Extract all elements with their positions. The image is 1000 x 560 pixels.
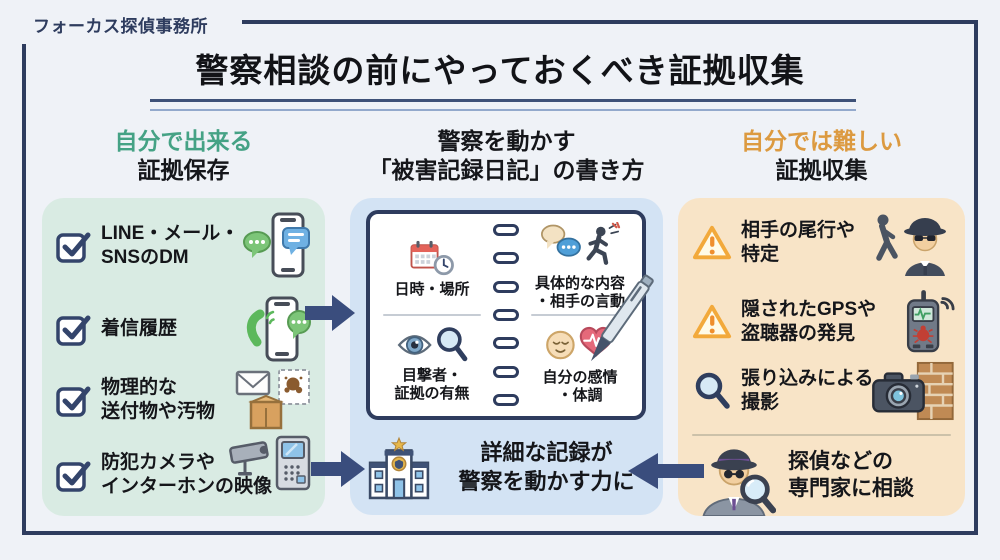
quadrant-label: 目撃者・ 証拠の有無 <box>394 367 470 402</box>
right-item-row: 隠されたGPSや 盗聴器の発見 <box>692 286 955 358</box>
warning-icon <box>692 225 732 260</box>
speech-runner-icon <box>541 222 621 265</box>
arrow-left-to-diary <box>305 295 355 331</box>
left-item-label: 物理的な 送付物や汚物 <box>101 376 216 422</box>
checkbox-icon <box>56 386 91 417</box>
right-item-row: 探偵などの 専門家に相談 <box>692 442 955 516</box>
diary-box: 日時・場所 目撃者・ 証拠の有無 <box>350 198 663 515</box>
notebook-illustration: 日時・場所 目撃者・ 証拠の有無 <box>366 210 654 420</box>
page-divider <box>383 314 481 316</box>
title-underline <box>150 99 856 111</box>
quadrant-label: 日時・場所 <box>394 281 470 298</box>
quadrant-label: 自分の感情 ・体調 <box>542 369 618 404</box>
right-item-label: 張り込みによる 撮影 <box>741 367 874 413</box>
quadrant-label: 具体的な内容 ・相手の言動 <box>534 275 625 310</box>
right-item-label: 探偵などの 専門家に相談 <box>788 450 914 500</box>
left-item-label: 防犯カメラや インターホンの映像 <box>101 451 273 497</box>
left-item-row: 物理的な 送付物や汚物 <box>56 366 315 434</box>
magnifier-icon <box>695 372 730 409</box>
left-item-row: LINE・メール・ SNSのDM <box>56 210 315 282</box>
right-item-row: 相手の尾行や 特定 <box>692 208 955 278</box>
tailing-detective-icon <box>876 214 946 276</box>
mail-parcel-stain-icon <box>235 369 310 430</box>
right-item-label: 相手の尾行や 特定 <box>741 219 856 265</box>
right-column-heading: 自分では難しい 証拠収集 <box>678 127 965 186</box>
left-heading-accent: 自分で出来る <box>114 128 253 154</box>
notebook-rings <box>493 224 519 406</box>
brand-logo: フォーカス探偵事務所 <box>33 17 208 36</box>
conclusion-text: 詳細な記録が 警察を動かす力に <box>458 440 635 494</box>
checkbox-icon <box>56 232 91 263</box>
left-column-heading: 自分で出来る 証拠保存 <box>42 127 325 186</box>
police-station-icon <box>368 436 430 500</box>
quadrant-witness-evidence: 目撃者・ 証拠の有無 <box>373 316 491 411</box>
right-item-label: 隠されたGPSや 盗聴器の発見 <box>741 298 877 344</box>
notebook-right-page: 具体的な内容 ・相手の言動 自分の感情 ・体調 <box>518 214 642 416</box>
left-item-label: 着信履歴 <box>101 317 178 339</box>
checkbox-icon <box>56 315 91 346</box>
detective-magnifier-icon <box>702 449 776 516</box>
quadrant-datetime-place: 日時・場所 <box>373 219 491 314</box>
middle-column-heading: 警察を動かす 「被害記録日記」の書き方 <box>350 127 663 186</box>
stakeout-camera-icon <box>872 361 954 421</box>
left-item-row: 着信履歴 <box>56 296 315 362</box>
warning-icon <box>692 304 732 339</box>
self-evidence-box: LINE・メール・ SNSのDM 着信履歴 <box>42 198 325 516</box>
arrow-left-to-conclusion <box>311 451 365 487</box>
right-item-row: 張り込みによる 撮影 <box>692 358 955 424</box>
outer-frame <box>22 20 978 535</box>
middle-heading-line1: 警察を動かす <box>437 128 576 154</box>
left-heading-main: 証拠保存 <box>137 157 230 184</box>
logo-area: フォーカス探偵事務所 <box>8 8 242 44</box>
calendar-icon <box>410 240 454 276</box>
quadrant-details-behavior: 具体的な内容 ・相手の言動 <box>521 219 639 314</box>
page-title: 警察相談の前にやっておくべき証拠収集 <box>195 52 805 89</box>
middle-heading-line2: 「被害記録日記」の書き方 <box>368 157 645 184</box>
left-item-label: LINE・メール・ SNSのDM <box>101 222 240 268</box>
right-heading-accent: 自分では難しい <box>741 128 902 154</box>
difficult-evidence-box: 相手の尾行や 特定 <box>678 198 965 516</box>
notebook-left-page: 日時・場所 目撃者・ 証拠の有無 <box>370 214 494 416</box>
smartphone-chat-icon <box>243 212 310 278</box>
checkbox-icon <box>56 461 91 492</box>
right-box-divider <box>692 434 951 436</box>
bug-detector-icon <box>906 290 955 353</box>
conclusion-row: 詳細な記録が 警察を動かす力に <box>368 428 655 508</box>
phone-call-icon <box>246 296 311 362</box>
left-item-row: 防犯カメラや インターホンの映像 <box>56 436 315 508</box>
arrow-right-to-conclusion <box>628 453 704 489</box>
cctv-intercom-icon <box>229 436 311 491</box>
pen-icon <box>590 274 654 362</box>
eye-magnifier-icon <box>397 327 468 362</box>
right-heading-main: 証拠収集 <box>775 157 868 184</box>
page-divider <box>531 314 629 316</box>
